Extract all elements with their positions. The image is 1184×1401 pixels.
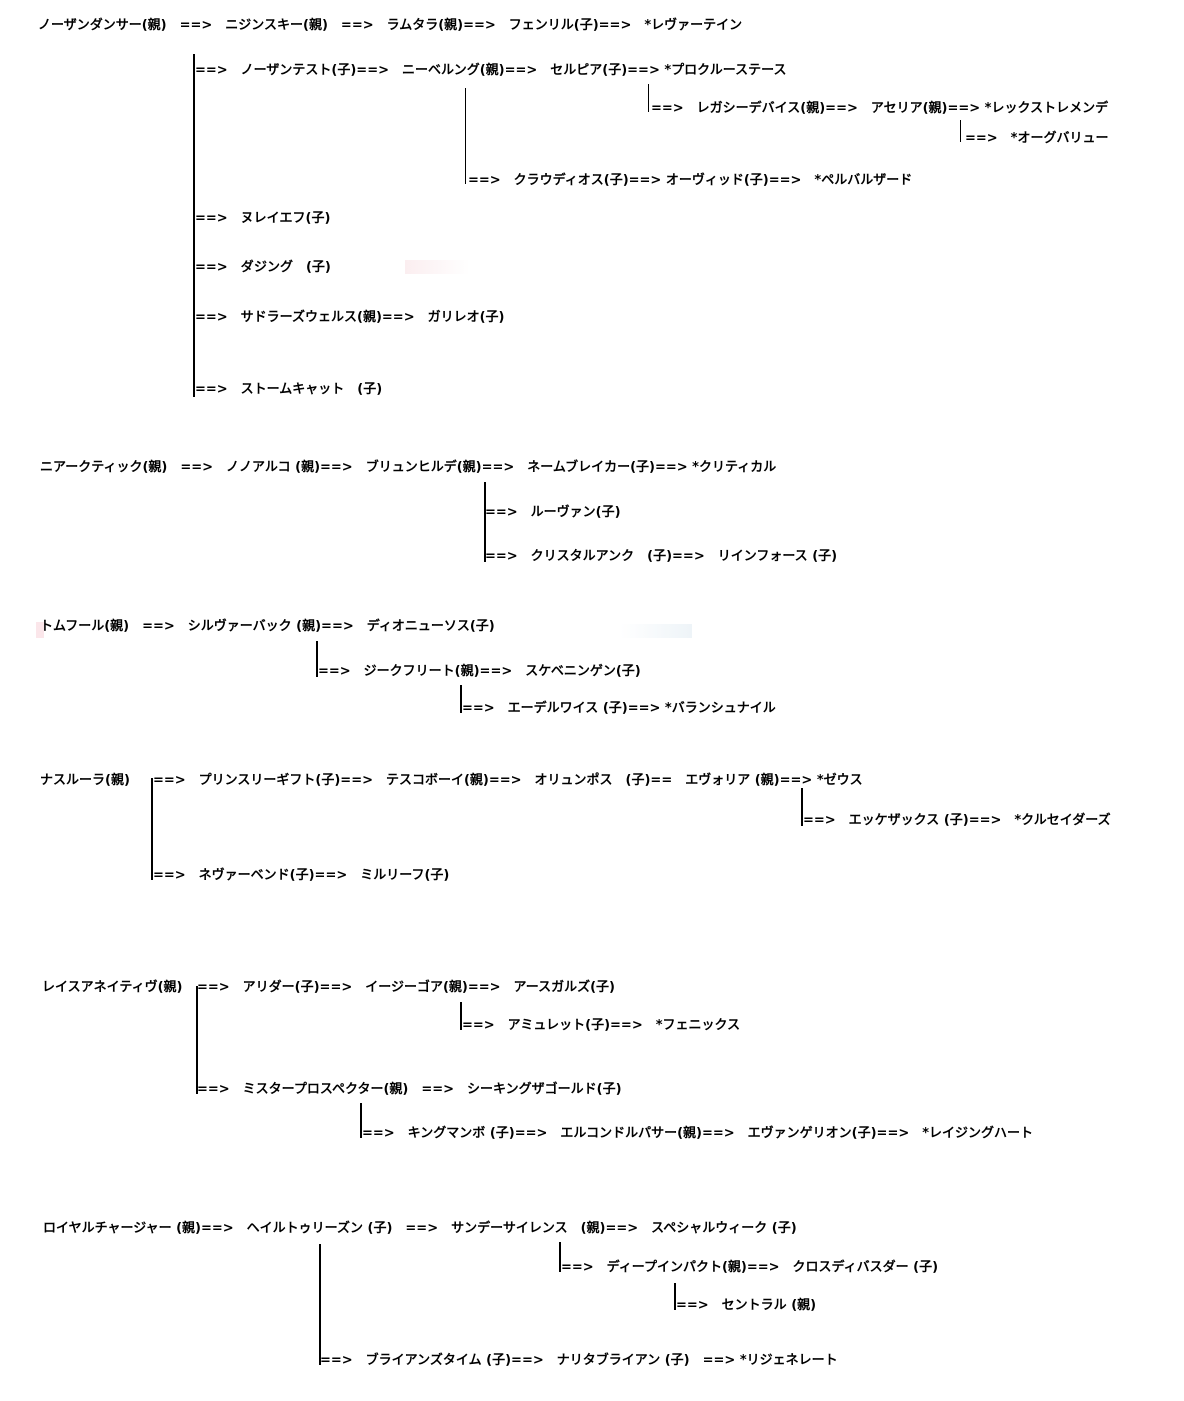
connector-line: [319, 1244, 321, 1365]
connector-line: [196, 986, 198, 1094]
connector-line: [465, 88, 466, 184]
tree-line: ==> アミュレット(子)==> *フェニックス: [462, 1018, 741, 1033]
tree-line: ==> セントラル (親): [676, 1298, 817, 1313]
connector-line: [960, 120, 961, 142]
tree-line: ==> ミスタープロスペクター(親) ==> シーキングザゴールド(子): [197, 1082, 622, 1097]
connector-line: [193, 54, 195, 397]
connector-line: [559, 1242, 561, 1272]
connector-line: [674, 1283, 676, 1310]
connector-line: [360, 1103, 362, 1138]
connector-line: [151, 778, 153, 880]
tree-line: ==> ストームキャット (子): [195, 382, 383, 397]
tree-line: ==> ブライアンズタイム (子)==> ナリタブライアン (子) ==> *リ…: [320, 1353, 838, 1368]
tree-line: ==> クラウディオス(子)==> オーヴィッド(子)==> *ペルバルザード: [468, 173, 913, 188]
connector-line: [460, 685, 462, 713]
tree-line: ==> *オーグバリュー: [965, 131, 1109, 146]
tree-line: ==> ダジング (子): [195, 260, 331, 275]
tree-line: ==> ネヴァーベンド(子)==> ミルリーフ(子): [153, 868, 450, 883]
connector-line: [484, 482, 486, 562]
tree-line: ==> ルーヴァン(子): [485, 505, 621, 520]
tree-line: ==> ノーザンテスト(子)==> ニーベルング(親)==> セルピア(子)==…: [195, 63, 787, 78]
tree-line: ==> エーデルワイス (子)==> *バランシュナイル: [462, 701, 776, 716]
tree-line: ==> サドラーズウェルス(親)==> ガリレオ(子): [195, 310, 505, 325]
smudge: [36, 622, 44, 638]
tree-line: ==> レガシーデバイス(親)==> アセリア(親)==> *レックストレメンデ: [651, 101, 1109, 116]
connector-line: [648, 84, 649, 112]
smudge: [620, 624, 692, 638]
tree-line: ==> プリンスリーギフト(子)==> テスコボーイ(親)==> オリュンポス …: [153, 773, 863, 788]
tree-line: ==> アリダー(子)==> イージーゴア(親)==> アースガルズ(子): [197, 980, 615, 995]
tree-line: ノーザンダンサー(親) ==> ニジンスキー(親) ==> ラムタラ(親)==>…: [38, 18, 743, 33]
tree-line: レイスアネイティヴ(親): [42, 980, 183, 995]
connector-line: [316, 641, 318, 677]
tree-line: ==> キングマンボ (子)==> エルコンドルパサー(親)==> エヴァンゲリ…: [362, 1126, 1034, 1141]
tree-line: ロイヤルチャージャー (親)==> ヘイルトゥリーズン (子) ==> サンデー…: [43, 1221, 797, 1236]
tree-line: ニアークティック(親) ==> ノノアルコ (親)==> ブリュンヒルデ(親)=…: [40, 460, 777, 475]
connector-line: [801, 788, 803, 826]
tree-line: ==> ジークフリート(親)==> スケベニンゲン(子): [318, 664, 641, 679]
tree-line: ==> ディープインパクト(親)==> クロスディバスダー (子): [561, 1260, 939, 1275]
tree-line: トムフール(親) ==> シルヴァーバック (親)==> ディオニューソス(子): [40, 619, 495, 634]
tree-line: ナスルーラ(親): [40, 773, 130, 788]
smudge: [405, 260, 470, 274]
tree-line: ==> エッケザックス (子)==> *クルセイダーズ: [803, 813, 1111, 828]
tree-line: ==> クリスタルアンク (子)==> リインフォース (子): [485, 549, 838, 564]
tree-line: ==> ヌレイエフ(子): [195, 211, 331, 226]
connector-line: [460, 1002, 462, 1030]
